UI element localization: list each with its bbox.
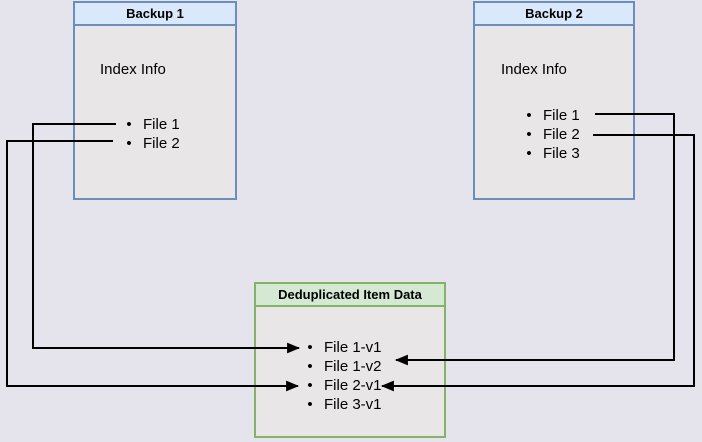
backup1-title: Backup 1 xyxy=(75,3,235,26)
list-item-label: File 2-v1 xyxy=(324,377,382,394)
list-item: • File 3 xyxy=(522,144,580,163)
backup2-index-info-label: Index Info xyxy=(501,61,567,78)
bullet-icon: • xyxy=(526,145,532,162)
backup2-box: Backup 2 xyxy=(473,1,635,200)
list-item-label: File 3-v1 xyxy=(324,396,382,413)
list-item: • File 1 xyxy=(122,115,180,134)
list-item-label: File 1-v1 xyxy=(324,339,382,356)
list-item: • File 3-v1 xyxy=(303,395,382,414)
list-item: • File 1-v1 xyxy=(303,338,382,357)
bullet-icon: • xyxy=(526,126,532,143)
bullet-icon: • xyxy=(307,396,313,413)
list-item: • File 1 xyxy=(522,106,580,125)
list-item: • File 1-v2 xyxy=(303,357,382,376)
backup2-file-list: • File 1 • File 2 • File 3 xyxy=(522,106,580,163)
bullet-icon: • xyxy=(526,107,532,124)
backup2-title: Backup 2 xyxy=(475,3,633,26)
bullet-icon: • xyxy=(126,116,132,133)
list-item: • File 2 xyxy=(122,134,180,153)
bullet-icon: • xyxy=(307,358,313,375)
bullet-icon: • xyxy=(307,339,313,356)
list-item-label: File 1 xyxy=(543,107,580,124)
bullet-icon: • xyxy=(126,135,132,152)
dedup-item-list: • File 1-v1 • File 1-v2 • File 2-v1 • File 3-v1 xyxy=(303,338,382,414)
backup1-file-list: • File 1 • File 2 xyxy=(122,115,180,153)
list-item-label: File 2 xyxy=(143,135,180,152)
backup1-index-info-label: Index Info xyxy=(100,61,166,78)
list-item-label: File 2 xyxy=(543,126,580,143)
bullet-icon: • xyxy=(307,377,313,394)
list-item-label: File 1-v2 xyxy=(324,358,382,375)
list-item: • File 2 xyxy=(522,125,580,144)
list-item-label: File 1 xyxy=(143,116,180,133)
list-item: • File 2-v1 xyxy=(303,376,382,395)
list-item-label: File 3 xyxy=(543,145,580,162)
deduplicated-item-data-title: Deduplicated Item Data xyxy=(256,284,444,307)
backup1-box: Backup 1 xyxy=(73,1,237,200)
